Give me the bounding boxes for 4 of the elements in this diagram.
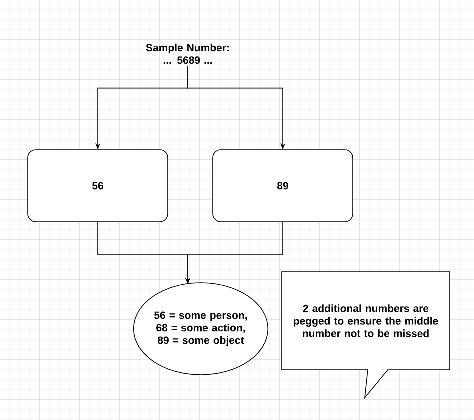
process-box: 89 [212,150,354,222]
process-box: 56 [28,150,168,222]
heading-text: Sample Number: ... 5689 ... [146,44,229,64]
callout-bubble: 2 additional numbers are pegged to ensure the middle number not to be missed [282,272,450,400]
